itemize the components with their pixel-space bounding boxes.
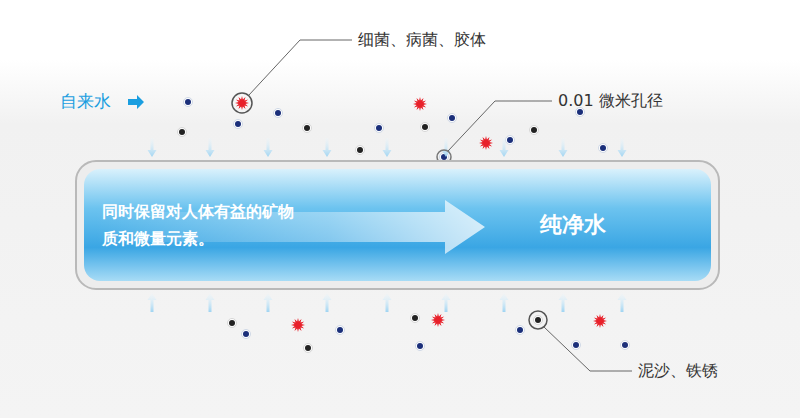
particle-dot <box>422 124 428 130</box>
particle-dot <box>530 126 539 135</box>
callout-circle <box>232 93 252 113</box>
particle-dot <box>376 125 382 131</box>
leader-line <box>448 101 552 151</box>
tap-water-label: 自来水 <box>60 90 111 113</box>
particle-dot <box>179 129 185 135</box>
flow-arrow-down <box>323 138 332 157</box>
particle-dot <box>234 120 243 129</box>
grey-band <box>0 60 800 418</box>
flow-arrow-up <box>148 293 157 312</box>
flow-arrow-down <box>206 138 215 157</box>
flow-arrow-down <box>559 138 568 157</box>
flow-arrow-down <box>500 138 509 157</box>
particle-dot <box>572 341 581 350</box>
flow-arrow-up <box>618 293 627 312</box>
flow-arrow-up <box>500 293 509 312</box>
callout-circle <box>529 311 547 329</box>
particle-dot <box>599 144 608 153</box>
particle-dot <box>535 317 541 323</box>
leader-line <box>544 327 632 371</box>
bacteria-burst <box>593 314 607 328</box>
callout-label: 细菌、病菌、胶体 <box>358 30 486 51</box>
bacteria-burst <box>431 313 445 327</box>
particle-dot <box>517 327 523 333</box>
particle-dot <box>506 136 515 145</box>
bacteria-burst <box>479 136 493 150</box>
particle-dot <box>357 147 363 153</box>
particle-dot <box>416 342 425 351</box>
particle-dot <box>622 342 628 348</box>
flow-arrow-up <box>383 293 392 312</box>
particle-dot <box>337 327 343 333</box>
particle-dot <box>531 127 537 133</box>
particle-dot <box>305 345 311 351</box>
particle-dot <box>573 342 579 348</box>
particle-dot <box>356 146 365 155</box>
particle-dot <box>600 145 606 151</box>
particle-dot <box>185 99 191 105</box>
particle-dot <box>229 320 235 326</box>
flow-arrow-down <box>618 138 627 157</box>
particle-dot <box>303 124 312 133</box>
pure-water-label: 纯净水 <box>540 210 606 240</box>
flow-arrow-down <box>264 138 273 157</box>
particle-dot <box>448 114 457 123</box>
flow-arrow-up <box>559 293 568 312</box>
particle-dot <box>417 343 423 349</box>
particle-dot <box>507 137 513 143</box>
particle-dot <box>235 121 241 127</box>
particle-dot <box>228 319 237 328</box>
particle-dot <box>275 110 281 116</box>
tube-note: 同时保留对人体有益的矿物质和微量元素。 <box>102 198 302 252</box>
particle-dot <box>242 330 251 339</box>
particle-dot <box>178 128 187 137</box>
bacteria-burst <box>235 96 249 110</box>
callout-label: 泥沙、铁锈 <box>638 361 718 382</box>
particle-dot <box>449 115 455 121</box>
flow-arrow-up <box>264 293 273 312</box>
flow-arrow-down <box>383 138 392 157</box>
particle-dot <box>304 125 310 131</box>
flow-arrow-up <box>442 293 451 312</box>
bacteria-burst <box>291 318 305 332</box>
flow-arrow-down <box>442 138 451 157</box>
callout-label: 0.01 微米孔径 <box>558 91 663 112</box>
flow-arrow-up <box>323 293 332 312</box>
flow-arrow-up <box>206 293 215 312</box>
particle-dot <box>534 316 543 325</box>
filter-membrane-tube: 同时保留对人体有益的矿物质和微量元素。 纯净水 <box>75 160 720 290</box>
bacteria-burst <box>413 97 427 111</box>
particle-dot <box>184 98 193 107</box>
particle-dot <box>243 331 249 337</box>
particle-dot <box>516 326 525 335</box>
leader-line <box>249 40 352 95</box>
particle-dot <box>304 344 313 353</box>
inflow-arrow <box>128 95 144 109</box>
particle-dot <box>375 124 384 133</box>
particle-dot <box>621 341 630 350</box>
particle-dot <box>411 314 420 323</box>
particle-dot <box>421 123 430 132</box>
tube-shape <box>75 160 720 290</box>
flow-arrow-down <box>148 138 157 157</box>
particle-dot <box>412 315 418 321</box>
particle-dot <box>336 326 345 335</box>
particle-dot <box>274 109 283 118</box>
